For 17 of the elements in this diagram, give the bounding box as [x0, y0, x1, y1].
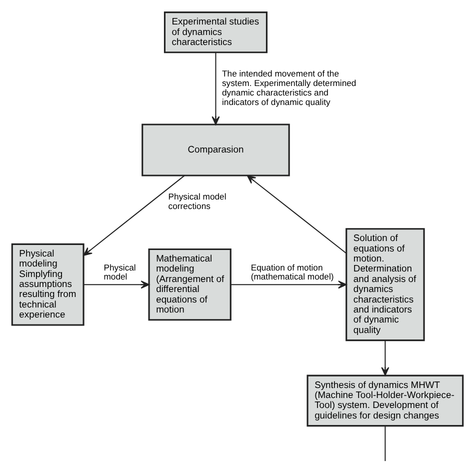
- node-box: Physical modeling Simplyfing assumptions resulting from technical experience: [10, 243, 84, 326]
- node-box: Experimental studies of dynamics characteristics: [163, 12, 268, 54]
- node-box: Comparasion: [141, 124, 290, 176]
- node-box: Solution of equations of motion. Determination and analysis of dynamics characteristics and indicators of dynamic quality: [345, 228, 424, 342]
- arrow: [211, 52, 220, 125]
- edge-label: The intended movement of the system. Experimentally determined dynamic characteristics and indicators of dynamic quality: [222, 68, 356, 107]
- arrow: [82, 175, 184, 256]
- arrow: [246, 175, 346, 254]
- edge-label: Physical model corrections: [168, 192, 226, 212]
- edge-label: Equation of motion (mathematical model): [250, 262, 334, 282]
- connector: [384, 426, 386, 462]
- arrow: [230, 280, 346, 289]
- arrow: [380, 340, 389, 376]
- node-box: Mathematical modeling (Arrangement of differential equations of motion: [148, 248, 231, 321]
- edge-label: Physical model: [103, 262, 136, 282]
- arrow: [83, 280, 149, 289]
- node-box: Synthesis of dynamics MHWT (Machine Tool-Holder-Workpiece-Tool) system. Development of guidelines for design changes: [306, 374, 464, 427]
